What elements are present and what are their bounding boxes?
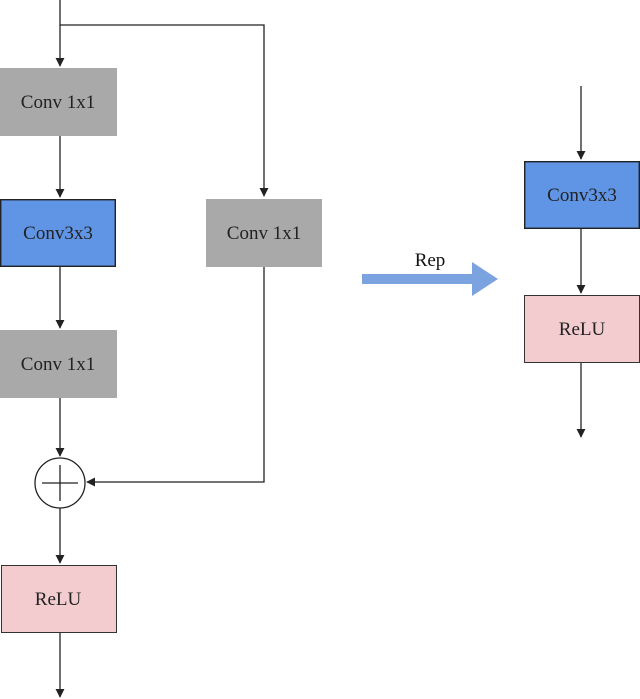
relu-label: ReLU <box>35 589 82 610</box>
rep-transform: Rep <box>362 250 498 296</box>
right-relu-label: ReLU <box>559 319 606 340</box>
branch-conv1x1-label: Conv 1x1 <box>227 223 301 244</box>
conv1x1-top-node: Conv 1x1 <box>0 68 117 136</box>
conv1x1-bottom-label: Conv 1x1 <box>21 354 95 375</box>
shortcut-branch-wire <box>60 24 269 197</box>
relu-box <box>1 565 117 633</box>
wire-branch-to-add <box>86 267 265 487</box>
right-relu-node: ReLU <box>524 295 640 363</box>
conv1x1-top-box <box>0 68 117 136</box>
add-icon <box>34 457 86 509</box>
conv3x3-label: Conv3x3 <box>23 223 93 244</box>
conv1x1-bottom-node: Conv 1x1 <box>0 330 117 398</box>
right-conv3x3-box <box>524 160 640 229</box>
left-block: Conv 1x1 Conv3x3 Conv 1x1 Conv 1x1 <box>0 0 322 698</box>
conv1x1-bottom-box <box>0 330 117 398</box>
right-conv3x3-node: Conv3x3 <box>524 160 640 229</box>
rep-label: Rep <box>415 250 446 271</box>
conv3x3-box <box>0 198 116 267</box>
right-conv3x3-label: Conv3x3 <box>547 185 617 206</box>
conv1x1-top-label: Conv 1x1 <box>21 92 95 113</box>
branch-conv1x1-node: Conv 1x1 <box>206 199 322 267</box>
right-block: Conv3x3 ReLU <box>524 86 640 438</box>
relu-node: ReLU <box>1 565 117 633</box>
rep-arrow-icon <box>362 262 498 296</box>
conv3x3-node: Conv3x3 <box>0 198 116 267</box>
branch-conv1x1-box <box>206 199 322 267</box>
